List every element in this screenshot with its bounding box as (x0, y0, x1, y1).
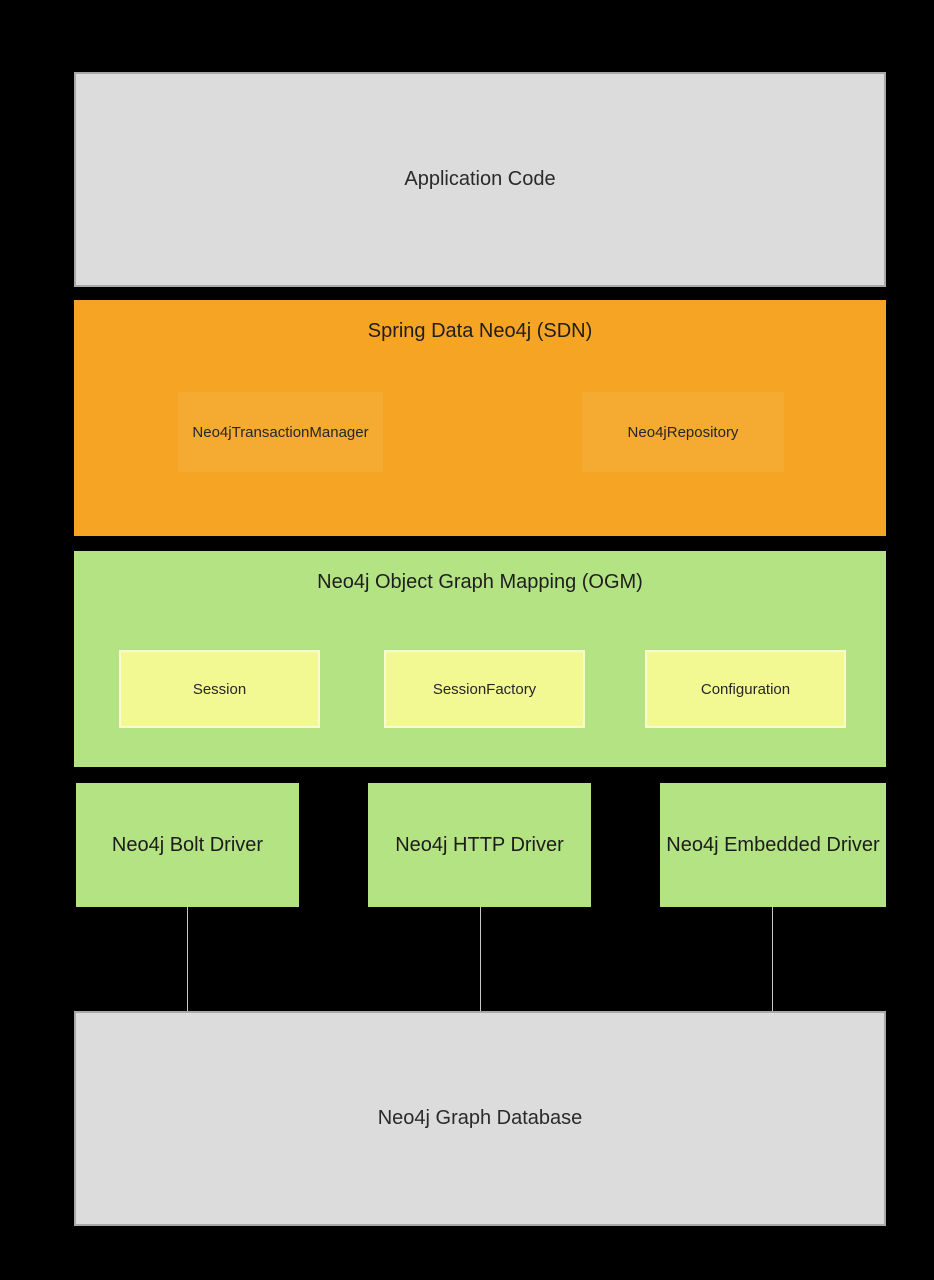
session-factory-box: SessionFactory (384, 650, 585, 728)
configuration-label: Configuration (700, 680, 791, 698)
neo4j-transaction-manager-label: Neo4jTransactionManager (192, 423, 369, 441)
neo4j-transaction-manager-box: Neo4jTransactionManager (178, 392, 383, 472)
session-label: Session (192, 680, 247, 698)
neo4j-http-driver-label: Neo4j HTTP Driver (395, 833, 564, 856)
neo4j-graph-database-box: Neo4j Graph Database (74, 1011, 886, 1226)
neo4j-repository-label: Neo4jRepository (627, 423, 739, 441)
neo4j-graph-database-label: Neo4j Graph Database (377, 1107, 583, 1129)
embedded-driver-to-database-line (772, 907, 773, 1012)
sdn-title: Spring Data Neo4j (SDN) (367, 320, 593, 342)
neo4j-embedded-driver-label: Neo4j Embedded Driver (666, 833, 880, 856)
neo4j-bolt-driver-box: Neo4j Bolt Driver (76, 783, 299, 907)
bolt-driver-to-database-line (187, 907, 188, 1012)
application-code-label: Application Code (404, 168, 556, 190)
session-box: Session (119, 650, 320, 728)
neo4j-http-driver-box: Neo4j HTTP Driver (368, 783, 591, 907)
ogm-title: Neo4j Object Graph Mapping (OGM) (317, 571, 643, 593)
http-driver-to-database-line (480, 907, 481, 1012)
session-factory-label: SessionFactory (432, 680, 537, 698)
neo4j-repository-box: Neo4jRepository (582, 392, 784, 472)
neo4j-bolt-driver-label: Neo4j Bolt Driver (111, 833, 264, 856)
neo4j-embedded-driver-box: Neo4j Embedded Driver (660, 783, 886, 907)
configuration-box: Configuration (645, 650, 846, 728)
application-code-box: Application Code (74, 72, 886, 287)
spring-data-neo4j-box: Spring Data Neo4j (SDN) Neo4jTransaction… (74, 300, 886, 536)
neo4j-ogm-box: Neo4j Object Graph Mapping (OGM) Session… (74, 551, 886, 767)
